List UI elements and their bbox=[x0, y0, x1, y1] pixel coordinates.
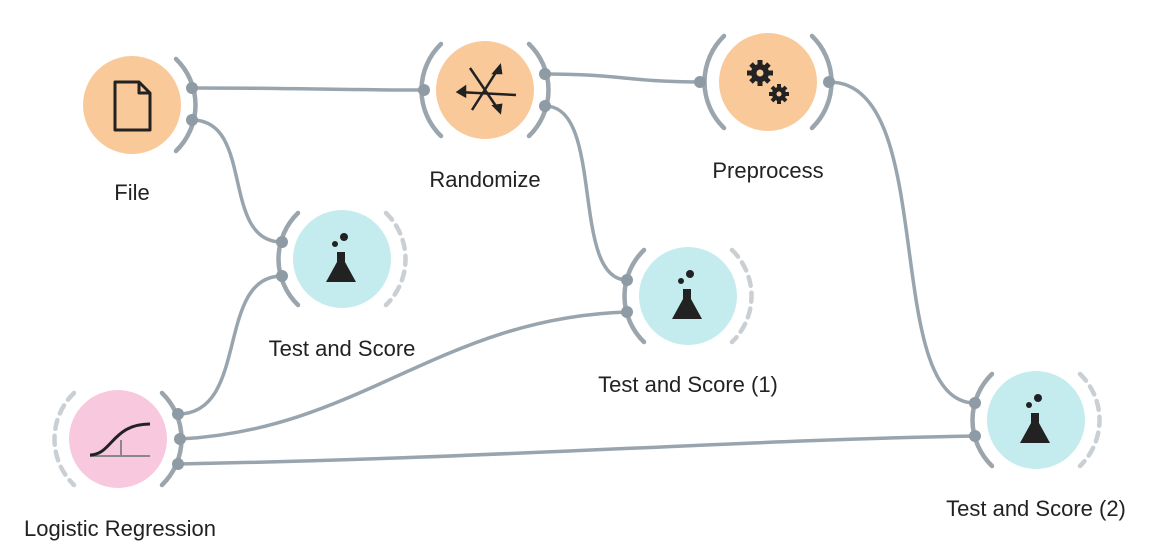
test-score-output-arc bbox=[383, 210, 408, 308]
link-preprocess-test-score-2[interactable] bbox=[827, 80, 977, 405]
test-score-input-arc bbox=[276, 210, 301, 308]
test-score-2-output-arc bbox=[1077, 371, 1102, 469]
file-node-circle[interactable] bbox=[83, 56, 181, 154]
test-score-2-input-anchor[interactable] bbox=[969, 397, 981, 409]
randomize-output-anchor[interactable] bbox=[539, 68, 551, 80]
test-score-1-input-arc bbox=[622, 247, 647, 345]
sigmoid-curve-icon bbox=[89, 422, 151, 457]
link-file-test-score[interactable] bbox=[190, 118, 284, 244]
test-score-2-input-anchor[interactable] bbox=[969, 430, 981, 442]
gears-icon bbox=[747, 60, 789, 104]
preprocess-input-anchor[interactable] bbox=[694, 76, 706, 88]
file-output-anchor[interactable] bbox=[186, 82, 198, 94]
logistic-regression-node-circle[interactable] bbox=[69, 390, 167, 488]
file-output-anchor[interactable] bbox=[186, 114, 198, 126]
randomize-input-anchor[interactable] bbox=[418, 84, 430, 96]
link-file-randomize[interactable] bbox=[190, 86, 426, 92]
test-score-1-input-anchor[interactable] bbox=[621, 306, 633, 318]
test-score-1-output-arc bbox=[729, 247, 754, 345]
logistic-regression-label: Logistic Regression bbox=[24, 516, 216, 541]
link-randomize-preprocess[interactable] bbox=[543, 72, 702, 84]
preprocess-output-anchor[interactable] bbox=[823, 76, 835, 88]
link-logreg-test-score[interactable] bbox=[176, 274, 284, 416]
logistic-regression-output-anchor[interactable] bbox=[174, 433, 186, 445]
node-test-and-score-1[interactable] bbox=[621, 247, 754, 345]
flask-icon bbox=[672, 270, 702, 319]
randomize-output-arc bbox=[526, 41, 551, 139]
test-score-2-input-arc bbox=[970, 371, 995, 469]
test-score-input-anchor[interactable] bbox=[276, 270, 288, 282]
randomize-label: Randomize bbox=[429, 167, 540, 192]
node-preprocess[interactable] bbox=[694, 33, 835, 131]
node-logistic-regression[interactable] bbox=[52, 390, 186, 488]
randomize-output-anchor[interactable] bbox=[539, 100, 551, 112]
test-score-input-anchor[interactable] bbox=[276, 236, 288, 248]
logistic-regression-output-anchor[interactable] bbox=[172, 458, 184, 470]
link-logreg-test-score-2[interactable] bbox=[176, 434, 977, 466]
test-score-1-label: Test and Score (1) bbox=[598, 372, 778, 397]
node-labels: File Randomize Preprocess Test and Score… bbox=[24, 158, 1126, 541]
node-test-and-score[interactable] bbox=[276, 210, 408, 308]
test-score-label: Test and Score bbox=[269, 336, 416, 361]
link-randomize-test-score-1[interactable] bbox=[543, 104, 629, 282]
file-output-arc bbox=[173, 56, 198, 154]
node-file[interactable] bbox=[83, 56, 198, 154]
node-test-and-score-2[interactable] bbox=[969, 371, 1102, 469]
file-label: File bbox=[114, 180, 149, 205]
shuffle-arrows-icon bbox=[455, 63, 517, 115]
preprocess-label: Preprocess bbox=[712, 158, 823, 183]
logistic-regression-input-arc bbox=[52, 390, 77, 488]
node-randomize[interactable] bbox=[418, 41, 551, 139]
link-logreg-test-score-1[interactable] bbox=[178, 310, 629, 441]
test-score-2-label: Test and Score (2) bbox=[946, 496, 1126, 521]
links bbox=[176, 72, 977, 466]
test-score-1-input-anchor[interactable] bbox=[621, 274, 633, 286]
logistic-regression-output-anchor[interactable] bbox=[172, 408, 184, 420]
flask-icon bbox=[326, 233, 356, 282]
document-icon bbox=[113, 80, 152, 132]
flask-icon bbox=[1020, 394, 1050, 443]
